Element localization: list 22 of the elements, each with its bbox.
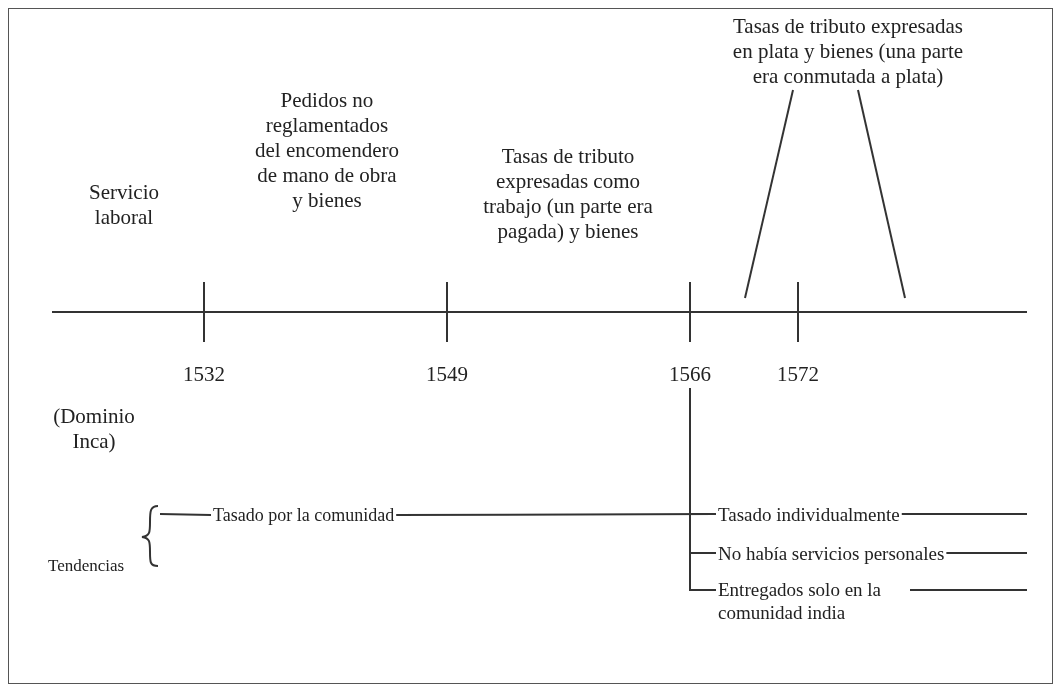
event-label: Tasas de tributo expresadas como trabajo (un parte era pagada) y bienes <box>482 144 654 244</box>
event-label: Servicio laboral <box>88 180 160 230</box>
period-note: (Dominio Inca) <box>52 404 136 454</box>
year-label: 1566 <box>650 362 730 387</box>
event-label: Pedidos no reglamentados del encomendero de mano de obra y bienes <box>254 88 400 213</box>
leader-line <box>909 589 1028 591</box>
year-label: 1549 <box>425 362 469 387</box>
trend-label: Tasado por la comunidad <box>213 503 395 528</box>
leader-line <box>900 513 1028 515</box>
curly-brace <box>141 505 159 567</box>
leader-line <box>857 89 906 299</box>
trend-label: Tasado individualmente <box>718 502 900 527</box>
group-label: Tendencias <box>48 555 126 577</box>
connector-line <box>159 513 212 516</box>
year-label: 1572 <box>776 362 820 387</box>
leader-line <box>945 552 1028 554</box>
trend-label: Entregados solo en la comunidad india <box>718 578 908 624</box>
trend-label: No había servicios personales <box>718 541 945 566</box>
event-label: Tasas de tributo expresadas en plata y bienes (una parte era conmutada a plata) <box>723 14 973 89</box>
leader-line <box>744 89 794 299</box>
year-label: 1532 <box>182 362 226 387</box>
connector-line <box>689 387 717 591</box>
